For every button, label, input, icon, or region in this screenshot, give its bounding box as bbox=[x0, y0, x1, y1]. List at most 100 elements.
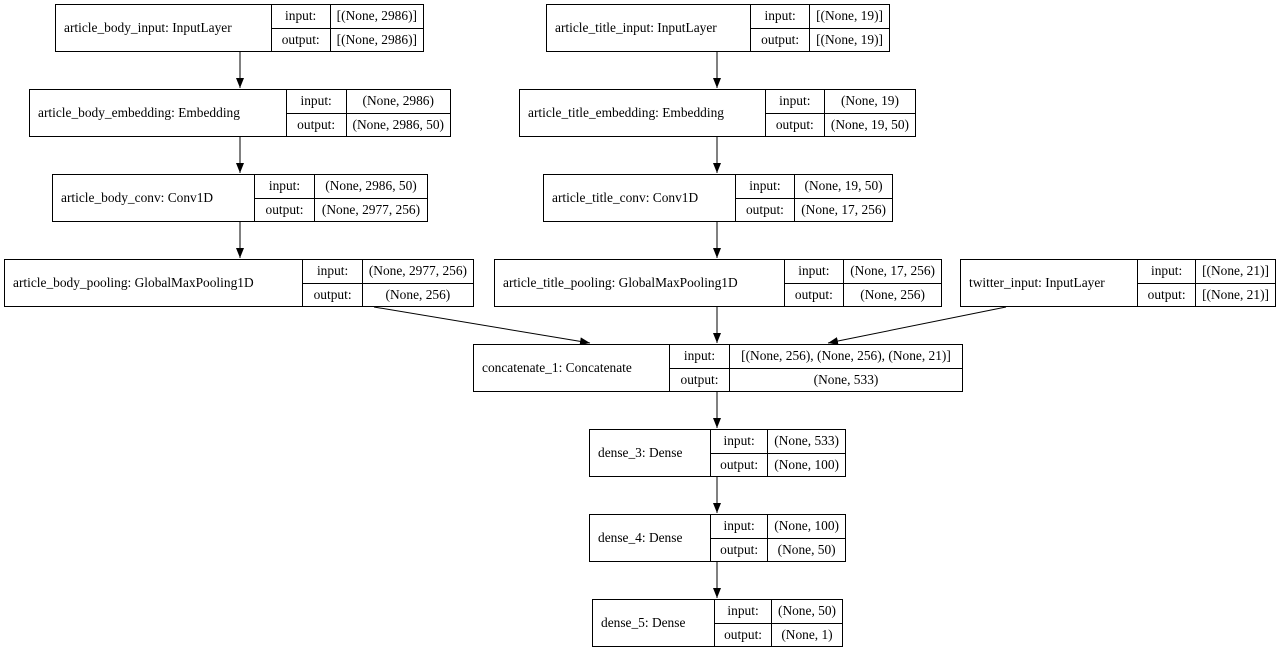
input-label: input: bbox=[715, 600, 771, 624]
port-labels: input: output: bbox=[765, 90, 825, 136]
input-label: input: bbox=[255, 175, 314, 199]
port-shapes: (None, 100) (None, 50) bbox=[768, 515, 845, 561]
output-shape: (None, 100) bbox=[774, 456, 839, 472]
output-shape: (None, 1) bbox=[781, 626, 833, 642]
output-shape: (None, 256) bbox=[860, 286, 925, 302]
output-label: output: bbox=[313, 286, 352, 302]
layer-name: twitter_input: InputLayer bbox=[961, 260, 1139, 306]
port-labels: input: output: bbox=[784, 260, 845, 306]
input-label: input: bbox=[784, 260, 844, 284]
output-label: output: bbox=[265, 201, 304, 217]
output-shape: (None, 50) bbox=[777, 541, 836, 557]
input-shape: [(None, 2986)] bbox=[330, 5, 423, 29]
output-label: output: bbox=[297, 116, 336, 132]
port-labels: input: output: bbox=[255, 175, 315, 221]
output-label: output: bbox=[680, 371, 719, 387]
output-shape: (None, 2977, 256) bbox=[321, 201, 421, 217]
output-label: output: bbox=[720, 541, 759, 557]
input-label: input: bbox=[751, 5, 810, 29]
input-label: input: bbox=[710, 515, 768, 539]
output-label: output: bbox=[724, 626, 763, 642]
port-shapes: (None, 533) (None, 100) bbox=[768, 430, 845, 476]
output-shape: [(None, 19)] bbox=[816, 31, 883, 47]
layer-name: article_title_input: InputLayer bbox=[547, 5, 752, 51]
port-shapes: (None, 50) (None, 1) bbox=[771, 600, 842, 646]
input-label: input: bbox=[735, 175, 795, 199]
output-label: output: bbox=[745, 201, 784, 217]
input-label: input: bbox=[303, 260, 362, 284]
output-shape: (None, 256) bbox=[385, 286, 451, 302]
input-shape: (None, 2986) bbox=[346, 90, 450, 114]
edge-arrow bbox=[373, 306, 591, 346]
output-label: output: bbox=[720, 456, 759, 472]
layer-node: article_body_pooling: GlobalMaxPooling1D… bbox=[4, 259, 474, 307]
output-label: output: bbox=[775, 116, 814, 132]
port-shapes: (None, 19, 50)(None, 17, 256) bbox=[795, 175, 892, 221]
input-shape: (None, 533) bbox=[768, 430, 845, 454]
input-shape: (None, 19) bbox=[824, 90, 915, 114]
output-label: output: bbox=[1147, 286, 1186, 302]
layer-name: article_body_input: InputLayer bbox=[56, 5, 272, 51]
input-shape: (None, 50) bbox=[771, 600, 842, 624]
output-label: output: bbox=[761, 31, 800, 47]
layer-name: article_title_embedding: Embedding bbox=[520, 90, 766, 136]
input-shape: [(None, 256), (None, 256), (None, 21)] bbox=[730, 345, 962, 369]
port-labels: input: output: bbox=[751, 5, 811, 51]
layer-name: dense_4: Dense bbox=[590, 515, 711, 561]
port-labels: input: output: bbox=[1138, 260, 1197, 306]
port-labels: input:output: bbox=[710, 430, 769, 476]
layer-name: dense_3: Dense bbox=[590, 430, 711, 476]
layer-name: dense_5: Dense bbox=[593, 600, 716, 646]
layer-name: article_title_pooling: GlobalMaxPooling1… bbox=[495, 260, 785, 306]
output-shape: (None, 533) bbox=[813, 371, 879, 387]
input-label: input: bbox=[271, 5, 330, 29]
port-shapes: (None, 17, 256) (None, 256) bbox=[844, 260, 941, 306]
input-shape: (None, 100) bbox=[768, 515, 845, 539]
port-labels: input: output: bbox=[670, 345, 730, 391]
port-labels: input: output: bbox=[303, 260, 363, 306]
output-label: output: bbox=[281, 31, 320, 47]
input-label: input: bbox=[1138, 260, 1196, 284]
input-label: input: bbox=[286, 90, 346, 114]
port-labels: input: output: bbox=[286, 90, 347, 136]
port-shapes: (None, 2977, 256) (None, 256) bbox=[362, 260, 473, 306]
layer-name: article_body_embedding: Embedding bbox=[30, 90, 287, 136]
input-shape: (None, 17, 256) bbox=[844, 260, 941, 284]
input-label: input: bbox=[765, 90, 824, 114]
input-shape: [(None, 19)] bbox=[810, 5, 889, 29]
port-shapes: (None, 2986) (None, 2986, 50) bbox=[346, 90, 450, 136]
layer-name: article_body_conv: Conv1D bbox=[53, 175, 255, 221]
port-labels: input: output: bbox=[735, 175, 796, 221]
input-shape: [(None, 21)] bbox=[1196, 260, 1275, 284]
port-shapes: (None, 2986, 50) (None, 2977, 256) bbox=[315, 175, 427, 221]
layer-name: article_body_pooling: GlobalMaxPooling1D bbox=[5, 260, 304, 306]
port-shapes: [(None, 19)] [(None, 19)] bbox=[810, 5, 889, 51]
output-label: output: bbox=[794, 286, 833, 302]
output-shape: (None, 2986, 50) bbox=[352, 116, 445, 132]
layer-name: article_title_conv: Conv1D bbox=[544, 175, 736, 221]
layer-name: concatenate_1: Concatenate bbox=[474, 345, 670, 391]
port-labels: input: output: bbox=[715, 600, 772, 646]
output-shape: (None, 19, 50) bbox=[830, 116, 909, 132]
input-shape: (None, 2977, 256) bbox=[362, 260, 473, 284]
input-shape: (None, 2986, 50) bbox=[315, 175, 427, 199]
edge-arrow bbox=[827, 306, 1007, 345]
layer-node: article_title_pooling: GlobalMaxPooling1… bbox=[494, 259, 942, 307]
input-label: input: bbox=[670, 345, 729, 369]
output-shape: (None, 17, 256) bbox=[801, 201, 886, 217]
port-shapes: [(None, 256), (None, 256), (None, 21)] (N… bbox=[730, 345, 962, 391]
port-shapes: (None, 19) (None, 19, 50) bbox=[824, 90, 915, 136]
port-shapes: [(None, 21)][(None, 21)] bbox=[1196, 260, 1275, 306]
